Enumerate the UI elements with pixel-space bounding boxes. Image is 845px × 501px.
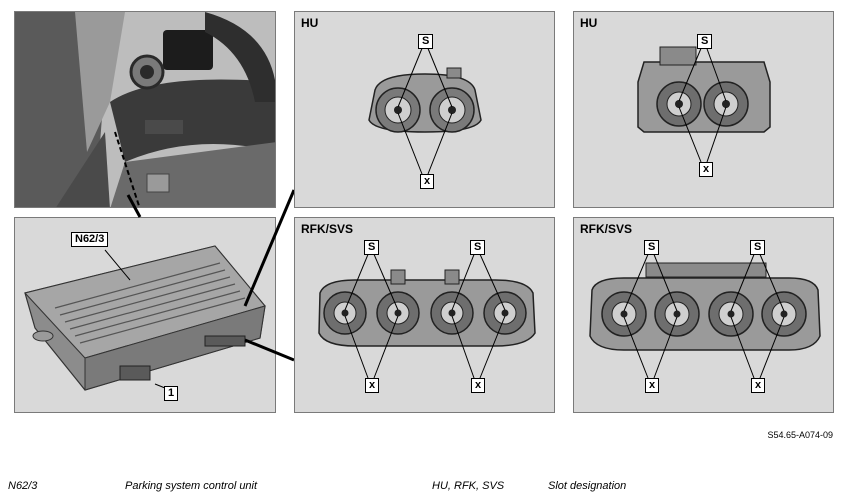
figure-reference: S54.65-A074-09 (767, 430, 833, 440)
rfk-svs-connector-panel-right: RFK/SVS (573, 217, 834, 413)
interior-illustration (15, 12, 275, 207)
hu-connector-panel-left: HU S x (294, 11, 555, 208)
legend-text: Slot designation (548, 480, 627, 492)
slot-callout-x: x (420, 174, 435, 189)
rfk-svs-connector-panel-left: RFK/SVS (294, 217, 555, 413)
component-label-n62-3: N62/3 (71, 232, 109, 247)
hu-connector-panel-right: HU S x (573, 11, 834, 208)
slot-callout-s: S (418, 34, 434, 49)
slot-callout-x: x (645, 378, 660, 393)
slot-callout-s: S (750, 240, 766, 255)
panel-title: RFK/SVS (301, 222, 354, 236)
slot-callout-s: S (697, 34, 713, 49)
legend-code: HU, RFK, SVS (432, 480, 505, 492)
rfk-svs-connector-illustration (589, 251, 821, 379)
panel-title: HU (301, 16, 319, 30)
slot-callout-x: x (699, 162, 714, 177)
panel-title: HU (580, 16, 598, 30)
slot-callout-x: x (471, 378, 486, 393)
rfk-svs-connector-illustration (318, 251, 536, 379)
slot-callout-x: x (365, 378, 380, 393)
panel-title: RFK/SVS (580, 222, 633, 236)
hu-connector-illustration (637, 45, 771, 163)
slot-callout-x: x (751, 378, 766, 393)
control-unit-illustration (24, 245, 266, 393)
slot-callout-s: S (644, 240, 660, 255)
vehicle-interior-photo (14, 11, 276, 208)
position-label-1: 1 (164, 386, 179, 401)
hu-connector-illustration (368, 45, 482, 175)
control-unit-panel: N62/3 1 (14, 217, 276, 413)
slot-callout-s: S (364, 240, 380, 255)
legend-text: Parking system control unit (125, 480, 258, 492)
legend-code: N62/3 (8, 480, 38, 492)
slot-callout-s: S (470, 240, 486, 255)
